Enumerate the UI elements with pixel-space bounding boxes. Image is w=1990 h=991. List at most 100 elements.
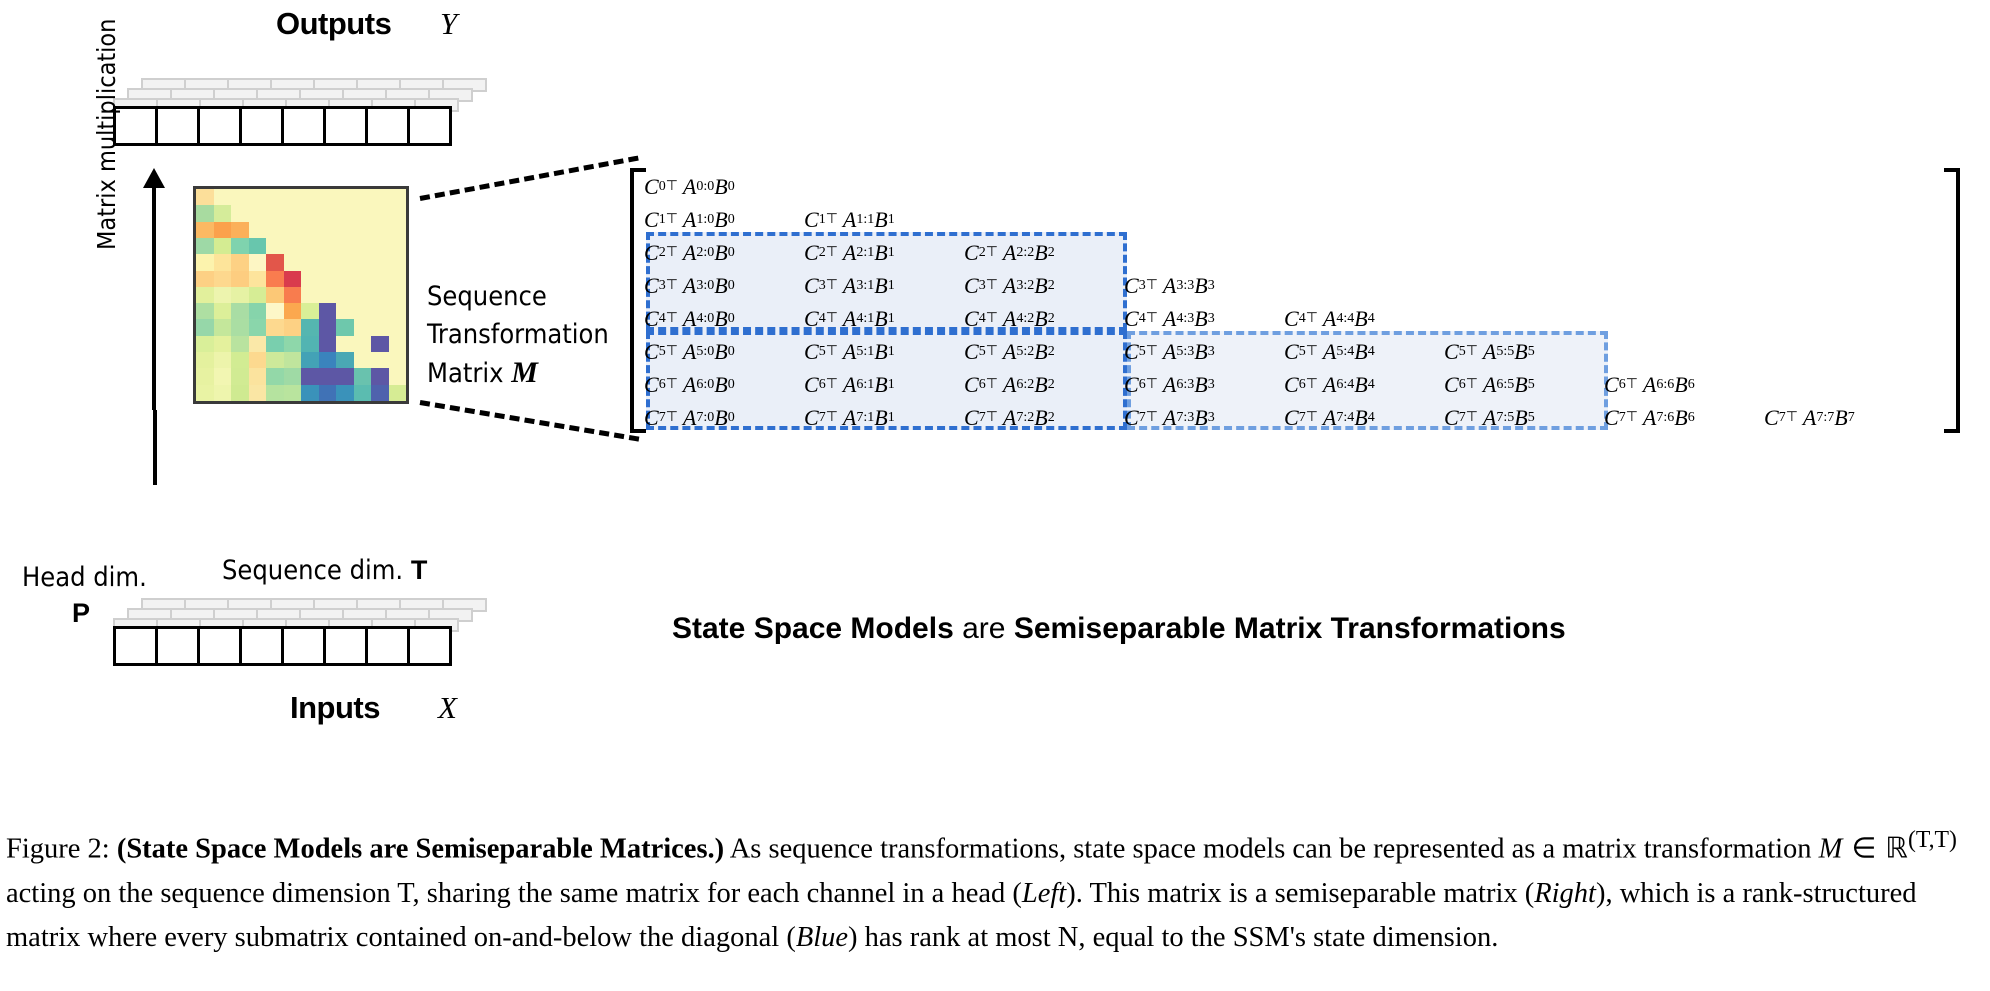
heatmap-cell bbox=[336, 254, 354, 271]
heatmap-cell bbox=[318, 368, 336, 385]
heatmap-cell bbox=[213, 205, 231, 222]
heatmap-cell bbox=[318, 221, 336, 238]
heatmap-cell bbox=[231, 189, 249, 206]
heatmap-cell bbox=[301, 335, 319, 353]
outputs-ghost-row-mid bbox=[127, 88, 473, 102]
heatmap-cell bbox=[336, 335, 354, 353]
seq-transform-line1: Sequence bbox=[427, 281, 547, 312]
heatmap-cell bbox=[318, 270, 336, 287]
inputs-cell bbox=[113, 626, 158, 666]
statement-part1: State Space Models bbox=[672, 612, 954, 645]
caption-em-right: Right bbox=[1534, 877, 1596, 909]
heatmap-cell bbox=[266, 384, 284, 401]
heatmap-cell bbox=[388, 352, 406, 369]
sequence-dim-variable: T bbox=[410, 555, 428, 585]
heatmap-cell bbox=[266, 335, 284, 353]
heatmap-cell bbox=[318, 384, 336, 401]
outputs-variable-label: Y bbox=[440, 6, 458, 41]
heatmap-cell bbox=[231, 286, 249, 304]
heatmap-cell bbox=[301, 254, 319, 271]
statement-part3: Semiseparable Matrix Transformations bbox=[1013, 612, 1566, 645]
yaxis-label: Matrix multiplication bbox=[92, 18, 121, 250]
head-dim-variable: P bbox=[72, 598, 91, 628]
heatmap-cell bbox=[283, 368, 301, 385]
heatmap-cell bbox=[283, 319, 301, 336]
heatmap-cell bbox=[266, 286, 284, 304]
heatmap-cell bbox=[213, 270, 231, 287]
heatmap-cell bbox=[213, 335, 231, 353]
heatmap-cell bbox=[371, 237, 389, 255]
bracket-top-arm bbox=[630, 168, 646, 172]
heatmap-cell bbox=[388, 303, 406, 320]
heatmap-cell bbox=[248, 254, 266, 271]
heatmap-cell bbox=[336, 319, 354, 336]
inputs-cell bbox=[197, 626, 242, 666]
heatmap-cell bbox=[196, 384, 214, 401]
heatmap-cell bbox=[231, 335, 249, 353]
heatmap-cell bbox=[266, 319, 284, 336]
heatmap-cell bbox=[388, 335, 406, 353]
heatmap-cell bbox=[283, 270, 301, 287]
heatmap-cell bbox=[388, 384, 406, 401]
heatmap-cell bbox=[248, 384, 266, 401]
sequence-transformation-matrix-label: Sequence Transformation Matrix M bbox=[427, 278, 609, 393]
heatmap-cell bbox=[301, 368, 319, 385]
heatmap-cell bbox=[213, 221, 231, 238]
heatmap-cell bbox=[371, 368, 389, 385]
heatmap-cell bbox=[353, 319, 371, 336]
caption-math-in-R: ∈ ℝ bbox=[1842, 831, 1908, 865]
heatmap-cell bbox=[353, 254, 371, 271]
heatmap-cell bbox=[196, 254, 214, 271]
heatmap-cell bbox=[266, 303, 284, 320]
heatmap-cell bbox=[388, 368, 406, 385]
outputs-main-row bbox=[113, 106, 452, 146]
bracket-top-arm bbox=[1944, 168, 1960, 172]
heatmap-cell bbox=[231, 319, 249, 336]
heatmap-cell bbox=[248, 335, 266, 353]
heatmap-cell bbox=[371, 319, 389, 336]
caption-math-M: M bbox=[1818, 833, 1843, 865]
heatmap-cell bbox=[371, 303, 389, 320]
inputs-cell bbox=[281, 626, 326, 666]
heatmap-cell bbox=[231, 270, 249, 287]
heatmap-cell bbox=[301, 189, 319, 206]
heatmap-cell bbox=[318, 335, 336, 353]
blue-submatrix-rows5-7-cols3-5 bbox=[1127, 331, 1608, 430]
heatmap-cell bbox=[353, 221, 371, 238]
heatmap-cell bbox=[388, 286, 406, 304]
heatmap-cell bbox=[248, 286, 266, 304]
heatmap-cell bbox=[283, 237, 301, 255]
outputs-title: Outputs bbox=[276, 6, 392, 41]
heatmap-cell bbox=[248, 221, 266, 238]
heatmap-cell bbox=[353, 352, 371, 369]
heatmap-cell bbox=[213, 303, 231, 320]
heatmap-cell bbox=[388, 221, 406, 238]
caption-text-5: ) has rank at most N, equal to the SSM's… bbox=[848, 921, 1499, 953]
heatmap-cell bbox=[283, 335, 301, 353]
heatmap-cell bbox=[371, 205, 389, 222]
heatmap-cell bbox=[266, 189, 284, 206]
outputs-cell bbox=[281, 106, 326, 146]
seq-transform-line2: Transformation bbox=[427, 319, 609, 350]
